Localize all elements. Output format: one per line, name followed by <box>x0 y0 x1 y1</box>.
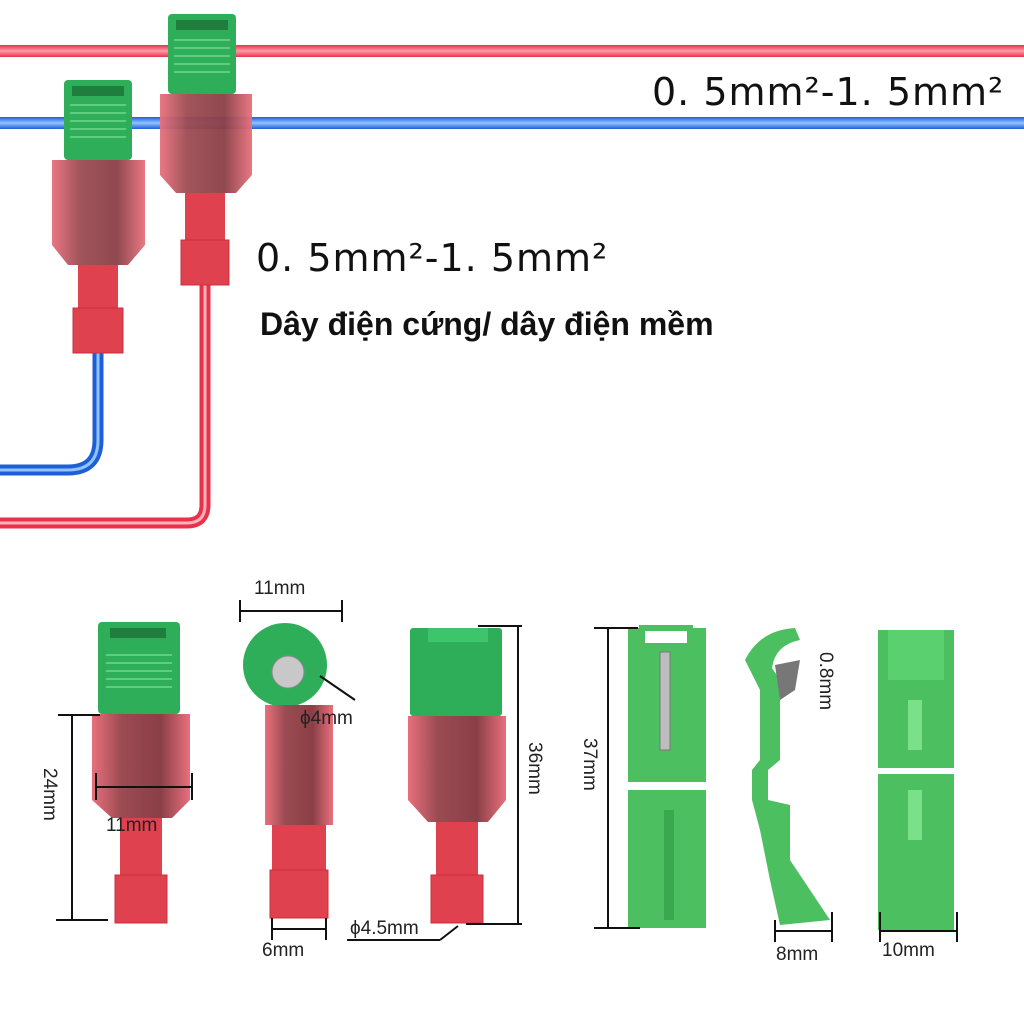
terminal-side-view <box>243 623 333 919</box>
wire-type-label: Dây điện cứng/ dây điện mềm <box>260 306 714 342</box>
dim-terminal-diameter: ϕ4.5mm <box>350 918 419 939</box>
blue-branch-wire <box>0 350 104 476</box>
terminal-back-view <box>408 628 506 924</box>
dim-clip-height: 37mm <box>579 738 600 791</box>
dim-hole-diameter: ϕ4mm <box>300 708 353 729</box>
connector-assembled-2 <box>160 14 252 286</box>
dim-side-width: 11mm <box>254 578 306 599</box>
dim-front-height: 24mm <box>39 768 60 821</box>
dim-front-width: 11mm <box>106 815 158 836</box>
dim-total-height: 36mm <box>524 742 545 795</box>
branch-wire-spec: 0. 5mm²-1. 5mm² <box>256 236 609 280</box>
dim-blade-thickness: 0.8mm <box>815 652 836 711</box>
clip-front-view <box>628 625 706 928</box>
clip-side-view <box>745 628 830 925</box>
connector-assembled-1 <box>52 80 145 354</box>
dim-clip-side-width: 8mm <box>776 944 819 965</box>
dim-clip-width: 10mm <box>882 940 935 961</box>
main-wire-spec: 0. 5mm²-1. 5mm² <box>652 70 1005 114</box>
red-main-wire <box>0 45 1024 57</box>
dimension-lines <box>56 600 958 942</box>
dim-tab-width: 6mm <box>262 940 305 961</box>
blue-main-wire <box>0 117 1024 129</box>
clip-back-view <box>878 630 954 930</box>
terminal-front-view <box>92 622 190 924</box>
